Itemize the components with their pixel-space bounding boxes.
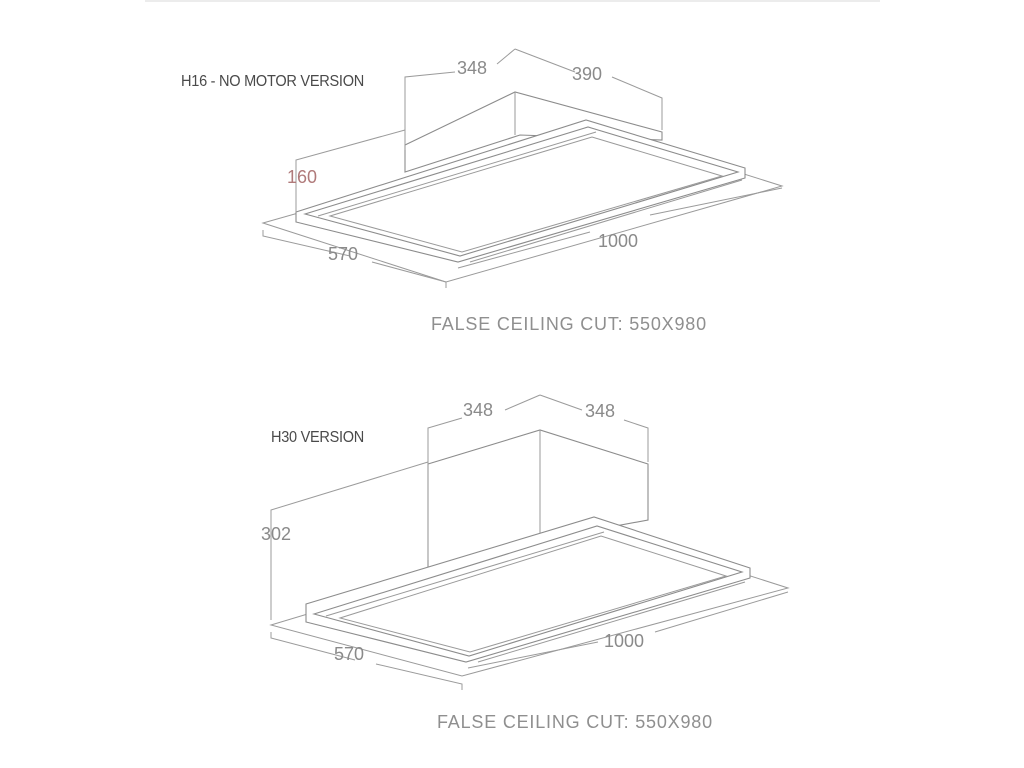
dim-height-label: 302: [261, 524, 291, 544]
dimension-lines: [270, 394, 789, 690]
motor-box: [404, 91, 663, 173]
dimension-lines: [262, 48, 783, 288]
hood-body: [305, 516, 751, 663]
false-ceiling-caption: FALSE CEILING CUT: 550X980: [437, 712, 713, 732]
dim-depth-label: 348: [457, 58, 487, 78]
false-ceiling-caption: FALSE CEILING CUT: 550X980: [431, 314, 707, 334]
dim-length-label: 1000: [598, 231, 638, 251]
dim-motor-label: 390: [572, 64, 602, 84]
dim-width-label: 570: [328, 244, 358, 264]
hood-body: [295, 119, 746, 263]
diagram-title: H16 - NO MOTOR VERSION: [181, 73, 364, 90]
diagram-title: H30 VERSION: [271, 429, 364, 446]
diagram-h30: H30 VERSION 348 348: [261, 394, 790, 732]
dim-height-label: 160: [287, 167, 317, 187]
top-divider: [145, 0, 880, 2]
dim-width-label: 570: [334, 644, 364, 664]
dim-length-label: 1000: [604, 631, 644, 651]
dim-motor-label: 348: [585, 401, 615, 421]
dim-depth-label: 348: [463, 400, 493, 420]
diagram-h16: H16 - NO MOTOR VERSION 3: [181, 48, 784, 334]
